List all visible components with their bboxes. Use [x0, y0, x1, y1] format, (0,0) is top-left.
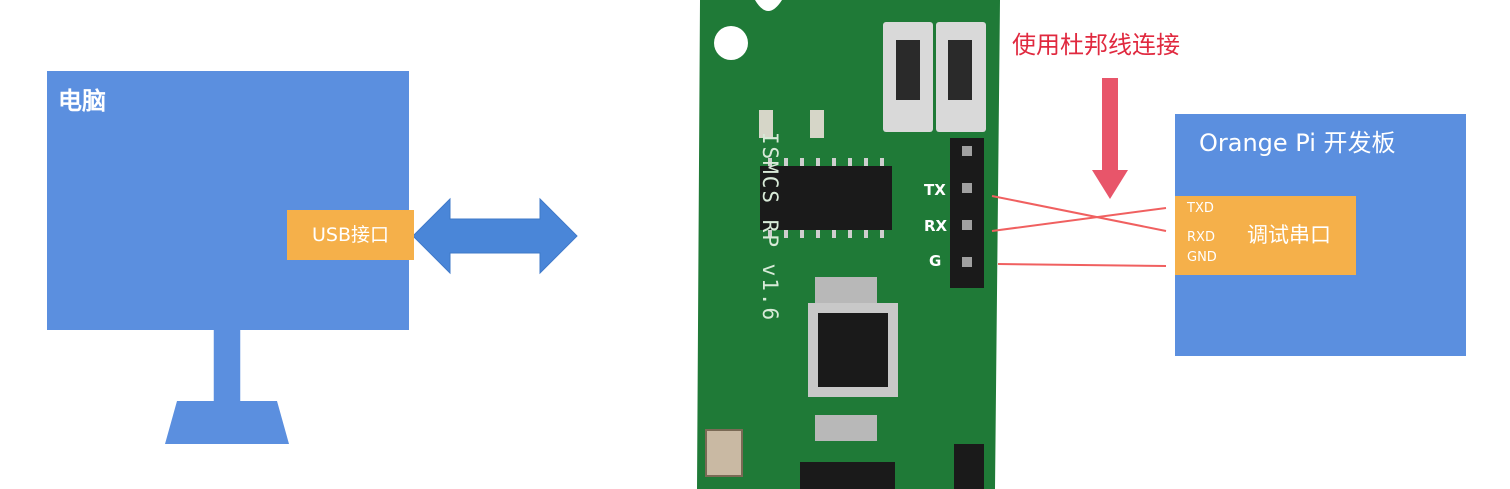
crystal: [705, 429, 743, 477]
smd-resistor-array-bottom: [815, 415, 877, 441]
pin-label-tx: TX: [924, 181, 946, 199]
orange-pi-pin-gnd: GND: [1187, 250, 1217, 265]
wire-gnd-to-gnd: [997, 263, 1167, 267]
pin-label-gnd: G: [929, 252, 942, 270]
computer-title: 电脑: [58, 87, 106, 115]
pcb-silkscreen: ISMCS RP v1.6: [758, 131, 782, 323]
orange-pi-pin-txd: TXD: [1187, 201, 1214, 216]
arrow-head: [1092, 170, 1128, 199]
qfp-mcu-chip: [808, 303, 898, 397]
wire-tx-to-rxd: [991, 195, 1167, 232]
usb-double-arrow: [412, 197, 578, 275]
usb-port-label: USB接口: [287, 210, 414, 260]
header-bottom: [800, 462, 895, 489]
led-1: [759, 110, 773, 138]
debug-uart-box: [1175, 196, 1356, 275]
header-bottom-right: [954, 444, 984, 489]
debug-uart-label: 调试串口: [1247, 223, 1331, 247]
connection-note: 使用杜邦线连接: [1012, 31, 1180, 59]
arrow-shaft: [1102, 78, 1118, 172]
orange-pi-title: Orange Pi 开发板: [1199, 129, 1396, 157]
led-2: [810, 110, 824, 138]
wire-rx-to-txd: [991, 207, 1167, 232]
computer-screen: [47, 71, 409, 330]
pin-header: [950, 138, 984, 288]
monitor-base: [165, 401, 289, 444]
pin-label-rx: RX: [924, 217, 948, 235]
soic-chip: [760, 158, 892, 238]
smd-resistor-array-top: [815, 277, 877, 303]
mounting-hole: [714, 26, 748, 60]
usb-uart-adapter-photo: [697, 0, 1000, 489]
orange-pi-pin-rxd: RXD: [1187, 230, 1215, 245]
